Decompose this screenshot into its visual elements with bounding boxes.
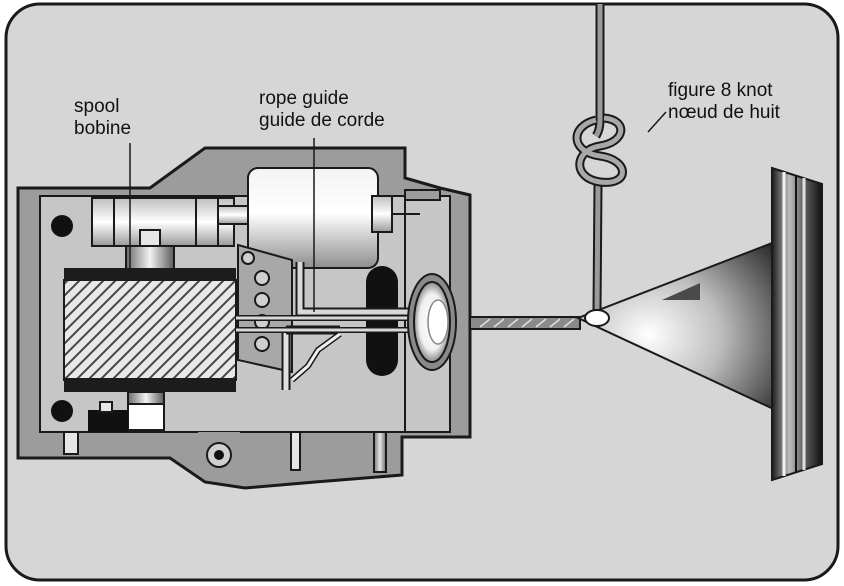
bottom-tab bbox=[198, 432, 240, 474]
spool bbox=[63, 245, 237, 431]
rope-guide-label-en: rope guide bbox=[259, 88, 349, 109]
spool-base-block bbox=[127, 403, 165, 431]
end-disc bbox=[771, 166, 823, 482]
housing-peg bbox=[373, 431, 387, 473]
knot-label-fr: nœud de huit bbox=[668, 102, 780, 123]
housing-peg bbox=[290, 431, 301, 471]
spool-label: spool bobine bbox=[74, 96, 131, 140]
motor bbox=[247, 167, 420, 269]
spool-label-en: spool bbox=[74, 96, 120, 117]
knot-label-en: figure 8 knot bbox=[668, 80, 773, 101]
rope-guide-label-fr: guide de corde bbox=[259, 110, 385, 131]
horizontal-rope bbox=[469, 316, 581, 330]
mounting-hole bbox=[51, 215, 73, 237]
vertical-rope bbox=[592, 4, 605, 311]
gear-plate bbox=[237, 243, 293, 374]
spool-label-fr: bobine bbox=[74, 118, 132, 139]
figure-8-knot bbox=[572, 113, 627, 187]
housing-peg bbox=[63, 431, 79, 455]
rope-eyelet bbox=[584, 309, 610, 327]
rope-guide-label: rope guide guide de corde bbox=[259, 88, 385, 132]
knot-label: figure 8 knot nœud de huit bbox=[668, 80, 780, 124]
mounting-hole bbox=[51, 400, 73, 422]
knot-leader-line bbox=[647, 111, 667, 133]
spool-bracket bbox=[91, 197, 249, 249]
switch bbox=[88, 401, 128, 432]
rope-port bbox=[407, 273, 457, 371]
